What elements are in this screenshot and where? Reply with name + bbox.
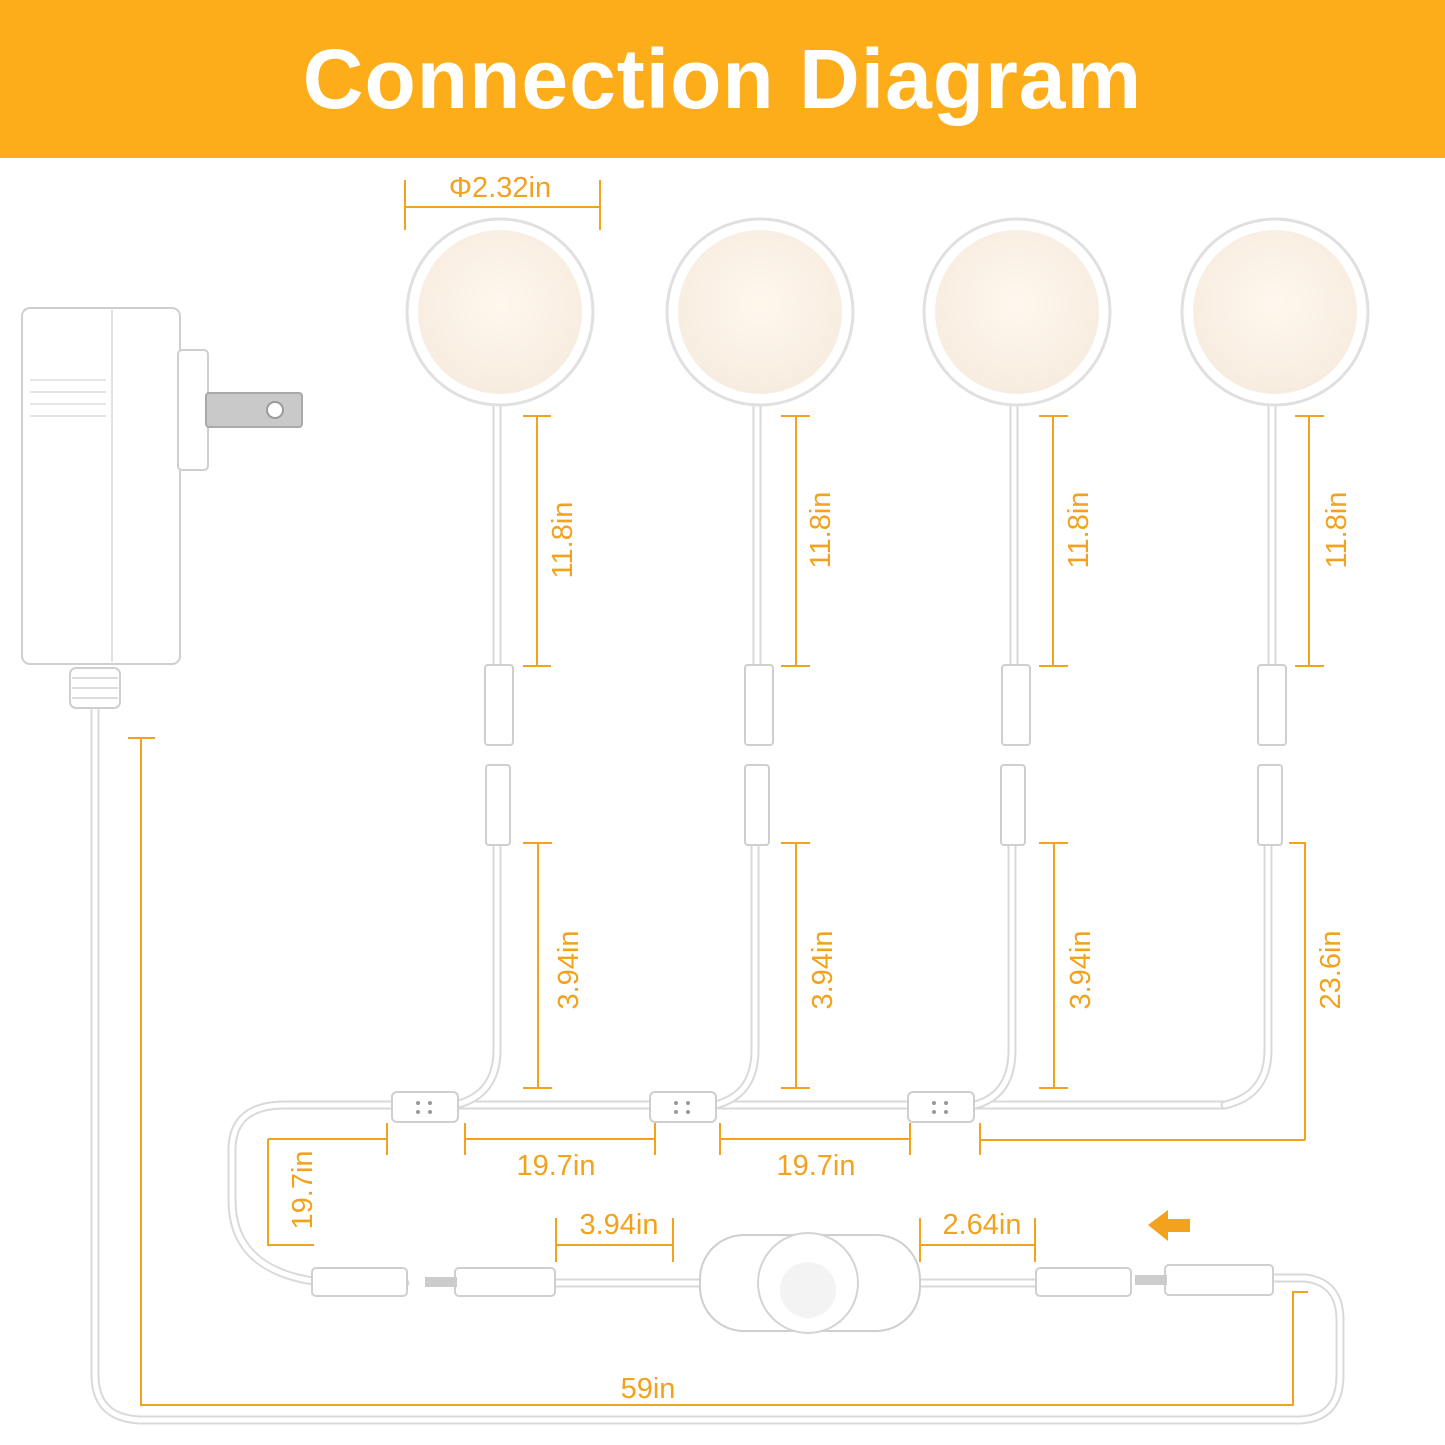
label-puck-lead-4: 11.8in	[1321, 492, 1353, 569]
plug-prong	[205, 392, 303, 428]
power-adapter	[21, 307, 303, 709]
label-puck-lead-1: 11.8in	[547, 502, 579, 579]
page-title: Connection Diagram	[302, 32, 1143, 126]
dimension-lines	[128, 180, 1324, 1406]
label-splitter-gap-1: 19.7in	[516, 1150, 595, 1182]
branch-connector-male	[485, 764, 1283, 846]
label-splitter-to-dimmer: 19.7in	[287, 1150, 319, 1229]
label-dimmer-in-lead: 3.94in	[579, 1209, 658, 1241]
title-banner	[0, 0, 1445, 158]
puck-light-2	[665, 217, 855, 407]
inline-dimmer	[699, 1232, 921, 1334]
dimension-labels: Φ2.32in 11.8in 11.8in 11.8in 11.8in 3.94…	[287, 172, 1353, 1405]
cables	[90, 400, 1345, 1425]
label-puck-lead-2: 11.8in	[805, 492, 837, 569]
label-puck-lead-3: 11.8in	[1063, 492, 1095, 569]
label-dimmer-out-lead: 2.64in	[942, 1209, 1021, 1241]
puck-connector-female	[484, 664, 1287, 746]
puck-light-1	[405, 217, 595, 407]
dc-connectors	[311, 1264, 1274, 1297]
label-adapter-cord: 59in	[621, 1373, 676, 1405]
puck-light-3	[922, 217, 1112, 407]
arrow-left-icon	[1148, 1210, 1190, 1241]
label-splitter-gap-2: 19.7in	[776, 1150, 855, 1182]
splitter-hubs	[391, 1091, 975, 1123]
label-branch-1: 3.94in	[553, 930, 585, 1009]
label-branch-3: 3.94in	[1065, 930, 1097, 1009]
puck-light-4	[1180, 217, 1370, 407]
label-branch-4: 23.6in	[1315, 930, 1347, 1009]
label-branch-2: 3.94in	[807, 930, 839, 1009]
label-puck-diameter: Φ2.32in	[449, 172, 551, 204]
